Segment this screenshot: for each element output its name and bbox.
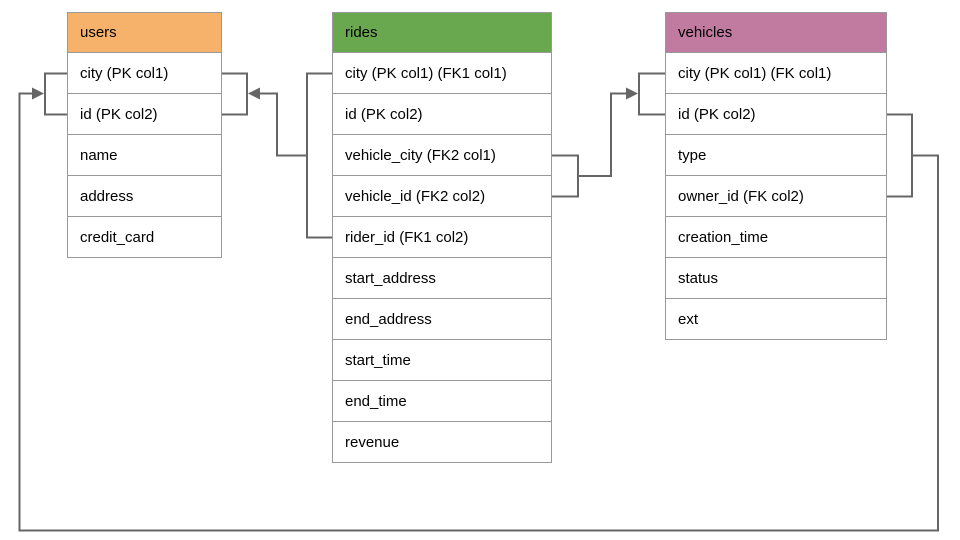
table-row: vehicle_id (FK2 col2) (332, 176, 552, 217)
table-row: city (PK col1) (FK1 col1) (332, 53, 552, 94)
fk-arrowhead-icon (32, 87, 44, 100)
table-row: status (665, 258, 887, 299)
fk2-rides-bracket (552, 154, 579, 198)
table-row: address (67, 176, 222, 217)
table-row: end_time (332, 381, 552, 422)
table-row: start_address (332, 258, 552, 299)
table-row: id (PK col2) (67, 94, 222, 135)
table-row: name (67, 135, 222, 176)
table-row: ext (665, 299, 887, 340)
table-row: credit_card (67, 217, 222, 258)
table-row: rider_id (FK1 col2) (332, 217, 552, 258)
fk-vehicles-bracket (887, 113, 913, 198)
fk1-users-bracket (222, 72, 248, 116)
table-header-users: users (67, 12, 222, 53)
table-row: city (PK col1) (FK col1) (665, 53, 887, 94)
fk1-arrowhead-icon (248, 87, 260, 100)
table-row: revenue (332, 422, 552, 463)
table-row: owner_id (FK col2) (665, 176, 887, 217)
fk2-vehicles-bracket (638, 72, 665, 116)
table-row: vehicle_city (FK2 col1) (332, 135, 552, 176)
table-row: end_address (332, 299, 552, 340)
fk1-rides-bracket (306, 72, 332, 239)
fk2-connector-rides-to-vehicles (552, 72, 665, 198)
fk2-branch-line (578, 92, 627, 177)
fk1-connector-rides-to-users (222, 72, 332, 239)
table-row: type (665, 135, 887, 176)
table-row: id (PK col2) (665, 94, 887, 135)
fk2-arrowhead-icon (626, 87, 638, 100)
fk-users-bracket (44, 72, 67, 116)
table-row: city (PK col1) (67, 53, 222, 94)
table-header-vehicles: vehicles (665, 12, 887, 53)
table-row: start_time (332, 340, 552, 381)
table-row: id (PK col2) (332, 94, 552, 135)
table-header-rides: rides (332, 12, 552, 53)
table-row: creation_time (665, 217, 887, 258)
fk1-branch-line (259, 92, 307, 157)
